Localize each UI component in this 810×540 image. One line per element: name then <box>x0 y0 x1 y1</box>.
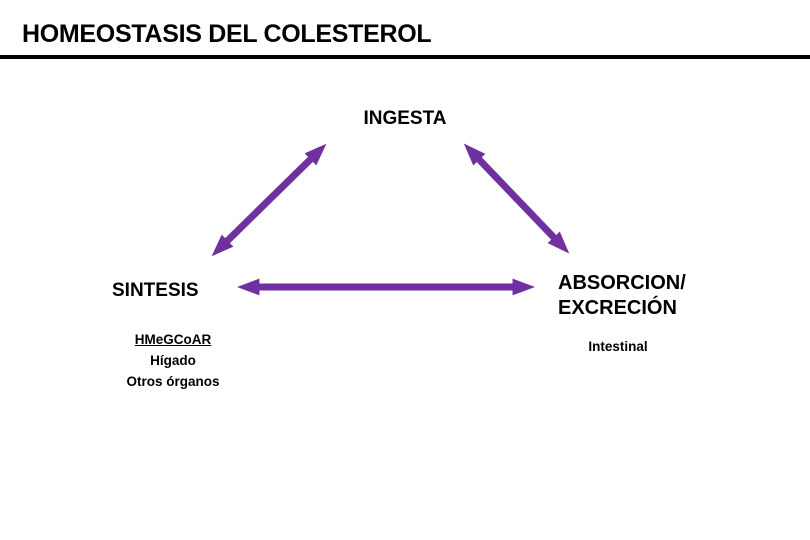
sintesis-detail-hmegcoar: HMeGCoAR <box>134 332 212 347</box>
arrow-ingesta-absorcion <box>463 143 570 254</box>
sintesis-detail-higado: Hígado <box>150 353 196 368</box>
node-absorcion-excrecion: ABSORCION/ EXCRECIÓN <box>558 271 686 321</box>
sintesis-details: HMeGCoAR Hígado Otros órganos <box>88 329 258 392</box>
title-divider <box>0 55 810 59</box>
arrow-ingesta-sintesis <box>211 143 327 257</box>
absorcion-detail-intestinal: Intestinal <box>588 339 648 354</box>
sintesis-detail-otros-organos: Otros órganos <box>126 374 220 389</box>
absorcion-label-line1: ABSORCION/ <box>558 272 686 294</box>
slide-title: HOMEOSTASIS DEL COLESTEROL <box>22 20 432 48</box>
node-ingesta: INGESTA <box>363 108 447 129</box>
absorcion-label-line2: EXCRECIÓN <box>558 297 677 319</box>
node-sintesis: SINTESIS <box>112 280 199 301</box>
